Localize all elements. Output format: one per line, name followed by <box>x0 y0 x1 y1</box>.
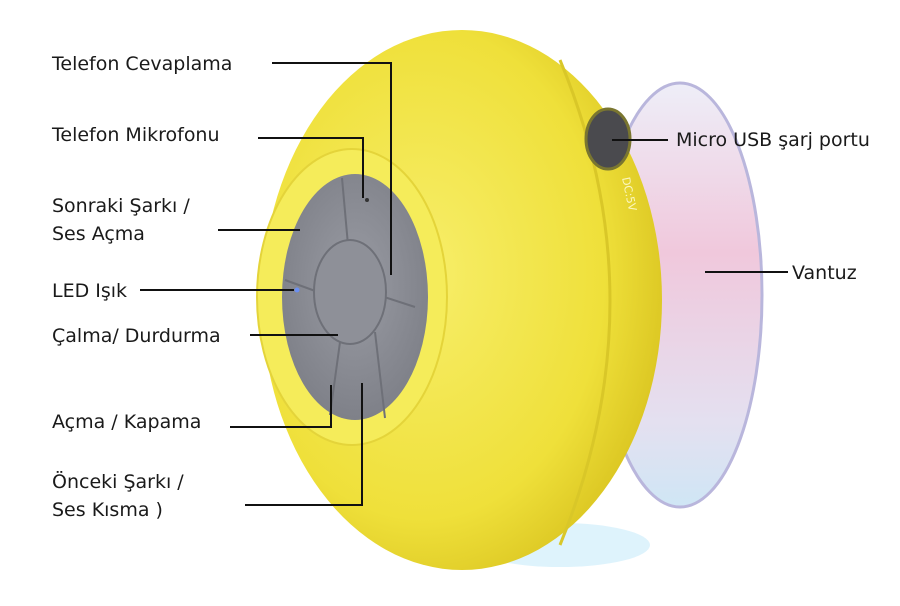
leader-power <box>230 385 332 428</box>
microphone-hole <box>365 198 369 202</box>
label-power: Açma / Kapama <box>52 411 201 433</box>
leader-answer-call <box>272 62 392 275</box>
label-answer-call: Telefon Cevaplama <box>51 53 232 75</box>
label-microphone: Telefon Mikrofonu <box>51 124 220 146</box>
label-led: LED Işık <box>52 280 127 302</box>
label-prev-song-1: Önceki Şarkı / <box>52 470 184 493</box>
led-light <box>294 287 300 293</box>
label-usb-port: Micro USB şarj portu <box>676 129 870 151</box>
label-next-song-2: Ses Açma <box>52 223 145 245</box>
label-suction-cup: Vantuz <box>792 262 857 284</box>
label-next-song-1: Sonraki Şarkı / <box>52 195 190 217</box>
label-play-pause: Çalma/ Durdurma <box>52 325 221 347</box>
leader-prev-song <box>245 383 363 506</box>
body-seam <box>558 59 612 546</box>
label-prev-song-2: Ses Kısma ) <box>52 499 163 521</box>
button-dividers <box>284 177 416 419</box>
play-pause-button[interactable] <box>313 239 387 345</box>
leader-microphone <box>258 137 364 198</box>
